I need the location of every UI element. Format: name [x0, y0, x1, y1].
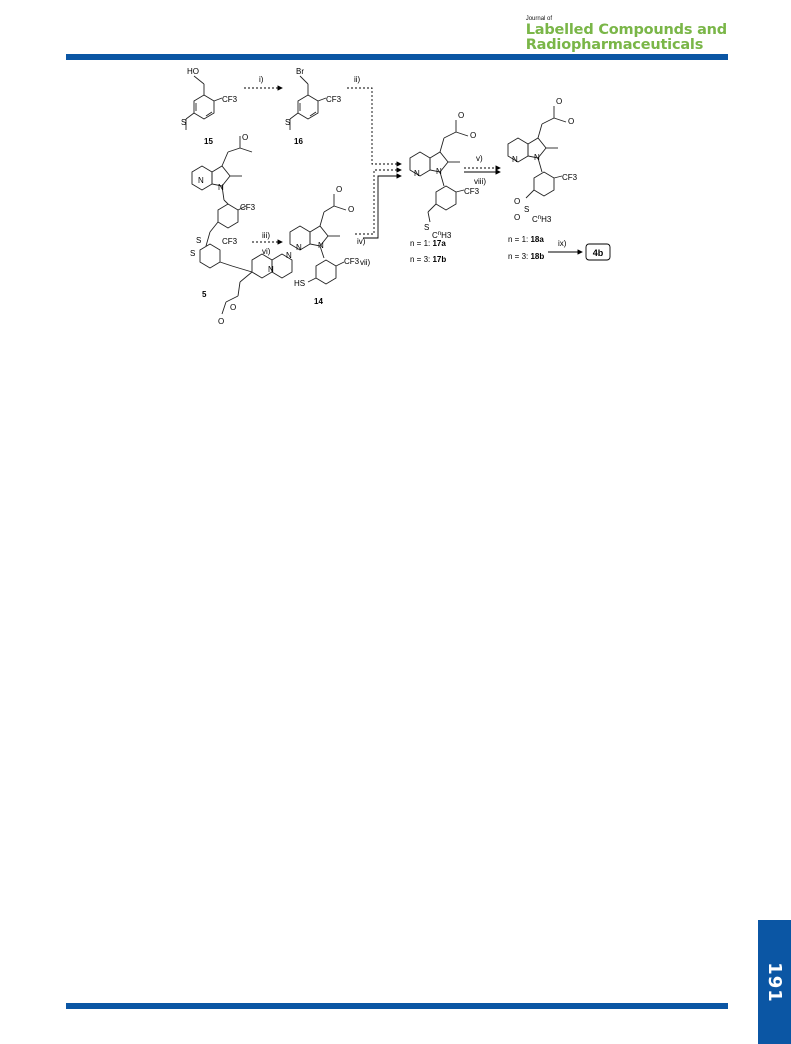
- atom-s-18: S: [524, 205, 529, 214]
- atom-n-5d: N: [286, 251, 292, 260]
- compound-16-structure: [289, 75, 327, 130]
- label-compound-18a: n = 1: 18a: [508, 235, 544, 244]
- atom-n-18b: N: [534, 153, 540, 162]
- journal-title-line1: Labelled Compounds and: [525, 22, 727, 38]
- atom-o-17a: O: [458, 111, 464, 120]
- footer-rule: [66, 1003, 728, 1009]
- atom-ch3-18: CnH3: [532, 215, 552, 224]
- reagent-viii: viii): [474, 177, 486, 186]
- atom-n-18a: N: [512, 155, 518, 164]
- journal-title-line2: Radiopharmaceuticals: [525, 37, 704, 53]
- journal-of-label: Journal of: [525, 16, 553, 22]
- reagent-iv: iv): [357, 237, 366, 246]
- atom-o-17b: O: [470, 131, 476, 140]
- atom-s-15: S: [181, 118, 186, 127]
- arrow-step-ii: [347, 87, 402, 167]
- atom-n-14b: N: [318, 241, 324, 250]
- compound-4b-box: [585, 243, 611, 261]
- atom-cf3-14: CF3: [344, 257, 360, 266]
- atom-o-5b: O: [230, 303, 236, 312]
- compound-5-structure: [191, 136, 293, 315]
- atom-s-17: S: [424, 223, 429, 232]
- atom-n-14a: N: [296, 243, 302, 252]
- atom-o-5c: O: [218, 317, 224, 326]
- header-rule: [66, 54, 728, 60]
- atom-cf3-17: CF3: [464, 187, 480, 196]
- atom-ch3-17: CnH3: [432, 231, 452, 240]
- atom-o-14b: O: [348, 205, 354, 214]
- atom-cf3-18: CF3: [562, 173, 578, 182]
- label-compound-15: 15: [204, 137, 213, 146]
- atom-o-18a: O: [556, 97, 562, 106]
- atom-n-5b: N: [218, 183, 224, 192]
- label-compound-16: 16: [294, 137, 303, 146]
- compound-17-structure: [409, 120, 469, 223]
- label-compound-5: 5: [202, 290, 207, 299]
- atom-o-14a: O: [336, 185, 342, 194]
- reagent-vii: vii): [360, 258, 371, 267]
- atom-n-17a: N: [414, 169, 420, 178]
- atom-cf3-5a: CF3: [240, 203, 256, 212]
- label-compound-18b: n = 3: 18b: [508, 252, 544, 261]
- atom-o-18b: O: [568, 117, 574, 126]
- label-compound-4b: 4b: [593, 248, 604, 258]
- atom-o-18d: O: [514, 213, 520, 222]
- atom-s-16: S: [285, 118, 290, 127]
- compound-15-structure: [185, 75, 223, 130]
- reagent-iii: iii): [262, 231, 270, 240]
- atom-n-5c: N: [268, 265, 274, 274]
- atom-s-5b: S: [190, 249, 195, 258]
- reagent-ix: ix): [558, 239, 567, 248]
- arrow-step-iv-vii-solid: [363, 173, 402, 239]
- label-compound-14: 14: [314, 297, 323, 306]
- reagent-v: v): [476, 154, 483, 163]
- page-number-tab: 191: [758, 920, 791, 1044]
- atom-cf3-5b: CF3: [222, 237, 238, 246]
- atom-n-17b: N: [436, 167, 442, 176]
- reaction-scheme: HO CF3 S Br CF3 S O N N CF3 S S CF3 N N …: [181, 67, 611, 326]
- compound-14-structure: [289, 194, 347, 285]
- atom-ho-15: HO: [187, 67, 199, 76]
- atom-o-18c: O: [514, 197, 520, 206]
- atom-o-5a: O: [242, 133, 248, 142]
- reagent-vi: vi): [262, 247, 271, 256]
- atom-n-5a: N: [198, 176, 204, 185]
- compound-18-structure: [507, 106, 567, 199]
- atom-cf3-15: CF3: [222, 95, 238, 104]
- arrow-step-iv-vii: [355, 167, 402, 235]
- reagent-i: i): [259, 75, 264, 84]
- label-compound-17b: n = 3: 17b: [410, 255, 446, 264]
- atom-cf3-16: CF3: [326, 95, 342, 104]
- journal-header: Journal of Labelled Compounds and Radiop…: [526, 16, 727, 53]
- atom-hs-14: HS: [294, 279, 305, 288]
- atom-br-16: Br: [296, 67, 304, 76]
- page-number: 191: [764, 961, 786, 1003]
- reagent-ii: ii): [354, 75, 361, 84]
- label-compound-17a: n = 1: 17a: [410, 239, 446, 248]
- atom-s-5a: S: [196, 236, 201, 245]
